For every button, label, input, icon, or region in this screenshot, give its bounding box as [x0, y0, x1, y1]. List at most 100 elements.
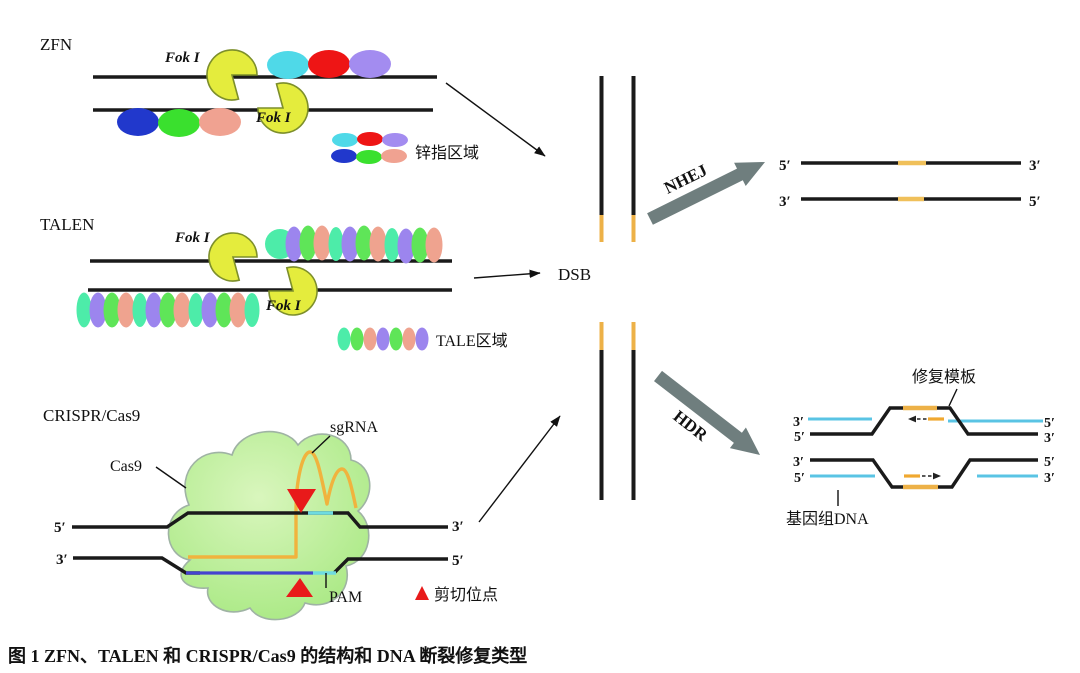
- end-label: 5′: [794, 430, 805, 445]
- legend-oval: [350, 327, 364, 351]
- legend-oval: [381, 149, 407, 163]
- tale-repeat-oval: [215, 292, 233, 328]
- end-label: 5′: [1044, 416, 1055, 431]
- crispr-to-dsb-arrow: [478, 415, 561, 523]
- end-label: 5′: [779, 158, 791, 174]
- legend-oval: [332, 133, 358, 147]
- tale-repeat-oval: [411, 227, 429, 263]
- tale-repeat-oval: [397, 228, 415, 264]
- tale-repeat-oval: [159, 292, 177, 328]
- tale-repeat-oval: [173, 292, 191, 328]
- cut-site-triangle-bottom: [286, 578, 313, 597]
- zinc-finger-oval: [308, 50, 350, 78]
- end-label: 3′: [1044, 471, 1055, 486]
- zfn-to-dsb-arrow: [445, 82, 546, 157]
- tale-repeat-oval: [76, 292, 92, 328]
- crispr-title: CRISPR/Cas9: [43, 406, 140, 425]
- zinc-finger-oval: [158, 109, 200, 137]
- dsb-label: DSB: [558, 265, 591, 284]
- tale-repeat-oval: [244, 293, 260, 327]
- talen-to-dsb-arrow: [473, 269, 541, 279]
- legend-oval: [337, 327, 351, 351]
- end-label: 5′: [1029, 194, 1041, 210]
- tale-repeat-oval: [384, 228, 400, 262]
- fok1-label-bottom: Fok I: [265, 298, 302, 314]
- fok1-nuclease-top: [206, 49, 258, 101]
- cut-site-legend-triangle: [415, 586, 429, 600]
- zinc-finger-oval: [117, 108, 159, 136]
- zfn-section: ZFN Fok I Fok I 锌指区域: [40, 35, 546, 164]
- fok1-nuclease-bottom: [257, 82, 309, 134]
- crispr-end-label: 3′: [452, 519, 464, 535]
- zinc-finger-oval: [267, 51, 309, 79]
- cut-site-legend: 剪切位点: [415, 586, 498, 604]
- legend-oval: [357, 132, 383, 146]
- talen-section: TALEN: [40, 215, 541, 351]
- legend-oval: [376, 327, 390, 351]
- cas9-label: Cas9: [110, 458, 142, 475]
- end-label: 3′: [779, 194, 791, 210]
- zinc-finger-oval: [349, 50, 391, 78]
- tale-repeat-oval: [117, 292, 135, 328]
- tale-repeat-oval: [103, 292, 121, 328]
- fok1-nuclease-top: [208, 232, 258, 282]
- tale-repeats-bottom: [76, 292, 260, 328]
- legend-oval: [389, 327, 403, 351]
- tale-legend-label: TALE区域: [436, 332, 508, 350]
- legend-oval: [382, 133, 408, 147]
- fok1-label-bottom: Fok I: [255, 110, 292, 126]
- synthesis-arrowhead-left: [908, 415, 916, 423]
- fok1-label-top: Fok I: [174, 230, 211, 246]
- end-label: 5′: [794, 471, 805, 486]
- tale-repeats-top: [265, 225, 443, 264]
- hdr-result: 修复模板 3′ 5′ 5′ 3′ 3′ 5′ 5′ 3′ 基因组DNA: [786, 368, 1055, 528]
- tale-repeat-oval: [355, 225, 373, 261]
- sgrna-label: sgRNA: [330, 419, 378, 436]
- tale-repeat-oval: [229, 292, 247, 328]
- cas9-pointer-line: [155, 466, 187, 489]
- tale-repeat-oval: [132, 293, 148, 327]
- tale-repeat-oval: [285, 226, 303, 262]
- crispr-end-label: 3′: [56, 552, 68, 568]
- zinc-finger-ovals-top: [267, 50, 391, 79]
- tale-repeat-oval: [89, 292, 107, 328]
- pam-label: PAM: [329, 589, 362, 606]
- talen-title: TALEN: [40, 215, 94, 234]
- repair-template-label: 修复模板: [912, 368, 976, 386]
- hdr-pathway-arrow: [654, 370, 760, 455]
- zinc-finger-ovals-bottom: [117, 108, 241, 137]
- nhej-result: 5′ 3′ 3′ 5′: [779, 158, 1041, 210]
- zinc-finger-legend-label: 锌指区域: [415, 144, 479, 162]
- crispr-dna-strand-bottom-right: [332, 557, 448, 575]
- legend-oval: [363, 327, 377, 351]
- zinc-finger-oval: [199, 108, 241, 136]
- figure-caption: 图 1 ZFN、TALEN 和 CRISPR/Cas9 的结构和 DNA 断裂修…: [8, 645, 527, 666]
- crispr-end-label: 5′: [54, 520, 66, 536]
- zfn-title: ZFN: [40, 35, 72, 54]
- tale-repeat-oval: [313, 225, 331, 261]
- tale-repeat-oval: [201, 292, 219, 328]
- tale-repeat-oval: [188, 293, 204, 327]
- template-pointer-line: [948, 388, 958, 407]
- zinc-finger-legend: 锌指区域: [331, 132, 479, 164]
- end-label: 3′: [1044, 431, 1055, 446]
- tale-repeat-oval: [425, 227, 443, 263]
- end-label: 3′: [793, 455, 804, 470]
- nhej-pathway-arrow: [647, 162, 765, 225]
- cut-site-legend-label: 剪切位点: [434, 586, 498, 604]
- synthesis-arrowhead-right: [933, 472, 941, 480]
- sgrna-strand: [188, 450, 358, 559]
- end-label: 3′: [793, 415, 804, 430]
- end-label: 3′: [1029, 158, 1041, 174]
- tale-repeat-oval: [328, 227, 344, 261]
- legend-oval: [415, 327, 429, 351]
- tale-repeat-oval: [145, 292, 163, 328]
- crispr-dna-strand-top: [72, 511, 448, 529]
- crispr-section: CRISPR/Cas9 Cas9 sgRNA PAM 5′ 3′ 3′ 5′: [43, 406, 561, 621]
- legend-oval: [331, 149, 357, 163]
- end-label: 5′: [1044, 455, 1055, 470]
- fok1-label-top: Fok I: [164, 50, 201, 66]
- legend-oval: [356, 150, 382, 164]
